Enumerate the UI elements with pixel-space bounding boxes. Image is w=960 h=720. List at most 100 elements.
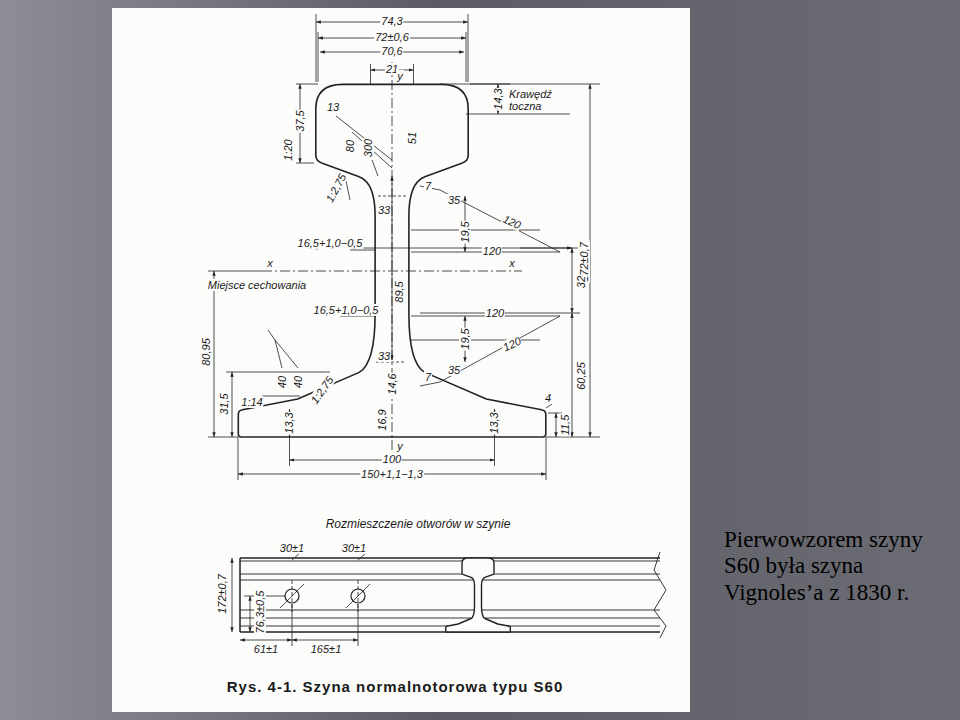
axis-label: x <box>508 257 516 269</box>
leader-line <box>292 553 300 560</box>
extension-line <box>238 437 239 480</box>
dimension-line <box>250 596 251 632</box>
dimension-label: 100 <box>382 453 402 465</box>
extension-line <box>318 32 319 82</box>
leader-line <box>546 404 552 408</box>
leader-line <box>336 116 392 160</box>
dimension-line <box>232 372 233 437</box>
extension-line <box>494 437 495 466</box>
extension-line <box>546 437 600 438</box>
extension-line <box>370 64 371 84</box>
note-label: Krawędź toczna <box>508 88 572 112</box>
dimension-label: 33 <box>377 350 391 362</box>
leader-line <box>275 340 298 368</box>
extension-line <box>466 32 467 82</box>
extension-line <box>546 437 547 480</box>
dimension-label: 13 <box>326 101 340 113</box>
break-line <box>654 552 666 638</box>
dimension-label: 120 <box>485 307 505 319</box>
rail-side-edge <box>240 580 660 581</box>
dimension-label: 40 <box>292 375 304 389</box>
dimension-label: 120 <box>500 334 524 354</box>
rail-side-edge <box>240 574 660 575</box>
leader-line <box>268 330 275 340</box>
rail-profile <box>238 84 392 437</box>
extension-line <box>466 114 570 115</box>
dimension-label: 35 <box>447 194 461 206</box>
dimension-label: 80 <box>344 139 356 153</box>
dimension-label: 76,3±0,5 <box>254 590 266 635</box>
dimension-label: 1:2,75 <box>308 373 337 407</box>
dimension-label: 1:14 <box>240 396 263 408</box>
leader-line <box>262 396 300 397</box>
extension-line <box>413 64 414 84</box>
dimension-label: 33 <box>377 204 391 216</box>
dimension-label: 4 <box>544 392 552 404</box>
dimension-label: 120 <box>500 212 524 232</box>
dimension-label: 150+1,1−1,3 <box>360 468 424 480</box>
extension-line <box>296 163 314 164</box>
dimension-line <box>392 176 393 360</box>
axis-label: y <box>396 440 404 452</box>
extension-line <box>289 437 290 466</box>
dimension-label: 14,6 <box>386 372 398 395</box>
dimension-label: 165±1 <box>310 643 343 655</box>
extension-line <box>208 437 238 438</box>
dimension-line <box>240 640 292 641</box>
extension-line <box>468 14 469 82</box>
extension-line <box>226 372 330 373</box>
extension-line <box>208 271 262 272</box>
dimension-line <box>572 248 573 313</box>
figure-caption: Rys. 4-1. Szyna normalnotorowa typu S60 <box>227 678 564 695</box>
axis-label: y <box>396 70 404 82</box>
dimension-label: 11,5 <box>559 414 571 437</box>
leader-line <box>411 230 540 231</box>
dimension-label: 16,5+1,0−0,5 <box>297 237 364 249</box>
note-label: Miejsce cechowania <box>207 279 307 291</box>
dimension-label: 70,6 <box>380 45 403 57</box>
extension-line <box>296 84 318 85</box>
leader-line <box>440 316 560 382</box>
dimension-label: 19,5 <box>459 327 471 350</box>
rail-section-icon <box>446 558 478 632</box>
dimension-line <box>572 313 573 437</box>
dimension-label: 14,3 <box>492 87 504 110</box>
leader-line <box>372 160 378 176</box>
dimension-label: 32 <box>575 275 587 289</box>
dimension-label: 30±1 <box>279 542 305 554</box>
rail-side-edge <box>240 610 660 611</box>
dimension-label: 61±1 <box>253 643 279 655</box>
rail-profile <box>392 84 546 437</box>
axis-label: x <box>266 257 274 269</box>
dimension-line <box>556 413 557 437</box>
dimension-label: 51 <box>406 131 418 145</box>
dimension-label: 300 <box>362 138 374 158</box>
rail-side-edge <box>240 561 660 562</box>
dimension-line <box>292 640 358 641</box>
dimension-label: 13,3 <box>488 411 500 434</box>
dimension-label: 30±1 <box>341 542 367 554</box>
dimension-label: 7 <box>424 371 432 383</box>
dimension-label: 16,5+1,0−0,5 <box>313 304 380 316</box>
dimension-label: 60,25 <box>575 361 587 391</box>
dimension-label: 120 <box>482 245 502 257</box>
dimension-label: 31,5 <box>218 392 230 415</box>
leader-line <box>352 132 392 168</box>
extension-line <box>470 84 600 85</box>
leader-line <box>350 250 375 251</box>
dimension-label: 40 <box>276 375 288 389</box>
rail-section-icon <box>478 558 510 632</box>
dimension-line <box>214 271 215 437</box>
rail-side-edge <box>239 558 241 632</box>
dimension-label: 16,9 <box>376 408 388 431</box>
dimension-label: 1:20 <box>282 138 294 161</box>
dimension-label: 1:2,75 <box>323 171 349 205</box>
leader-line <box>376 196 406 197</box>
dimension-line <box>232 558 233 632</box>
dimension-label: 19,5 <box>459 220 471 243</box>
leader-line <box>440 190 560 252</box>
dimension-label: 37,5 <box>294 109 306 132</box>
extension-line <box>316 14 317 82</box>
